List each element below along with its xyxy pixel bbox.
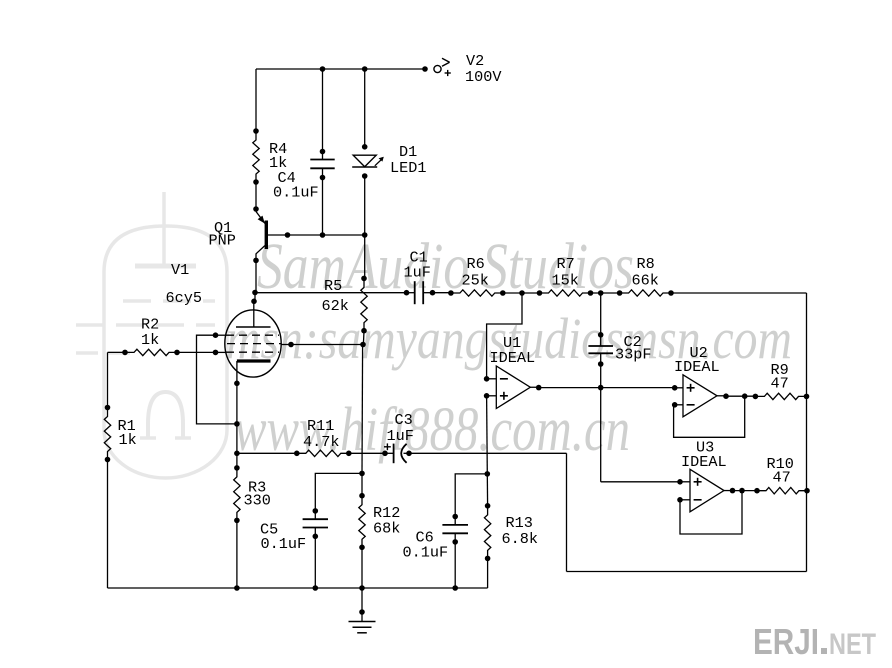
svg-text:66k: 66k [632, 272, 659, 290]
svg-text:6.8k: 6.8k [502, 530, 538, 548]
svg-text:6cy5: 6cy5 [166, 289, 202, 307]
svg-text:U3: U3 [696, 439, 714, 457]
svg-text:330: 330 [244, 492, 271, 510]
svg-text:R11: R11 [307, 417, 334, 435]
svg-text:R10: R10 [767, 455, 794, 473]
svg-text:0.1uF: 0.1uF [403, 544, 449, 562]
svg-text:Q1: Q1 [214, 219, 232, 237]
svg-text:PNP: PNP [209, 232, 236, 250]
svg-text:LED1: LED1 [390, 159, 426, 177]
svg-text:R7: R7 [557, 255, 575, 273]
svg-text:4.7k: 4.7k [303, 433, 339, 451]
svg-text:33pF: 33pF [615, 346, 651, 364]
svg-text:R9: R9 [771, 361, 789, 379]
svg-text:0.1uF: 0.1uF [261, 535, 307, 553]
svg-text:IDEAL: IDEAL [490, 349, 536, 367]
svg-text:62k: 62k [322, 297, 349, 315]
svg-text:1k: 1k [119, 431, 137, 449]
svg-text:1k: 1k [141, 331, 159, 349]
svg-text:R2: R2 [141, 316, 159, 334]
svg-text:25k: 25k [462, 272, 489, 290]
svg-text:R6: R6 [467, 255, 485, 273]
svg-text:68k: 68k [373, 520, 400, 538]
svg-text:R1: R1 [118, 417, 136, 435]
svg-text:IDEAL: IDEAL [681, 453, 727, 471]
svg-text:C4: C4 [278, 169, 296, 187]
svg-text:U1: U1 [503, 334, 521, 352]
svg-text:R4: R4 [269, 140, 287, 158]
svg-text:msn:samyangstudiosmsn.com: msn:samyangstudiosmsn.com [226, 306, 792, 371]
svg-text:NET: NET [829, 628, 876, 661]
svg-text:R5: R5 [324, 277, 342, 295]
svg-text:C2: C2 [624, 333, 642, 351]
svg-text:1k: 1k [269, 154, 287, 172]
svg-text:C5: C5 [260, 521, 278, 539]
svg-text:U2: U2 [690, 344, 708, 362]
svg-text:SamAudio Studios: SamAudio Studios [257, 230, 634, 303]
svg-text:D1: D1 [399, 143, 417, 161]
svg-text:47: 47 [773, 469, 791, 487]
svg-text:IDEAL: IDEAL [674, 358, 720, 376]
svg-text:V1: V1 [171, 261, 189, 279]
svg-text:100V: 100V [465, 68, 502, 86]
svg-text:C6: C6 [416, 529, 434, 547]
svg-text:1uF: 1uF [404, 264, 431, 282]
svg-text:R3: R3 [248, 479, 266, 497]
svg-text:R12: R12 [373, 504, 400, 522]
svg-text:0.1uF: 0.1uF [273, 184, 319, 202]
svg-text:V2: V2 [466, 52, 484, 70]
svg-text:R8: R8 [637, 255, 655, 273]
svg-text:R13: R13 [506, 514, 533, 532]
svg-text:47: 47 [771, 375, 789, 393]
svg-text:C1: C1 [410, 249, 428, 267]
svg-text:15k: 15k [552, 272, 579, 290]
svg-text:1uF: 1uF [387, 427, 414, 445]
svg-text:C3: C3 [395, 411, 413, 429]
svg-text:ERJI: ERJI [753, 621, 819, 662]
